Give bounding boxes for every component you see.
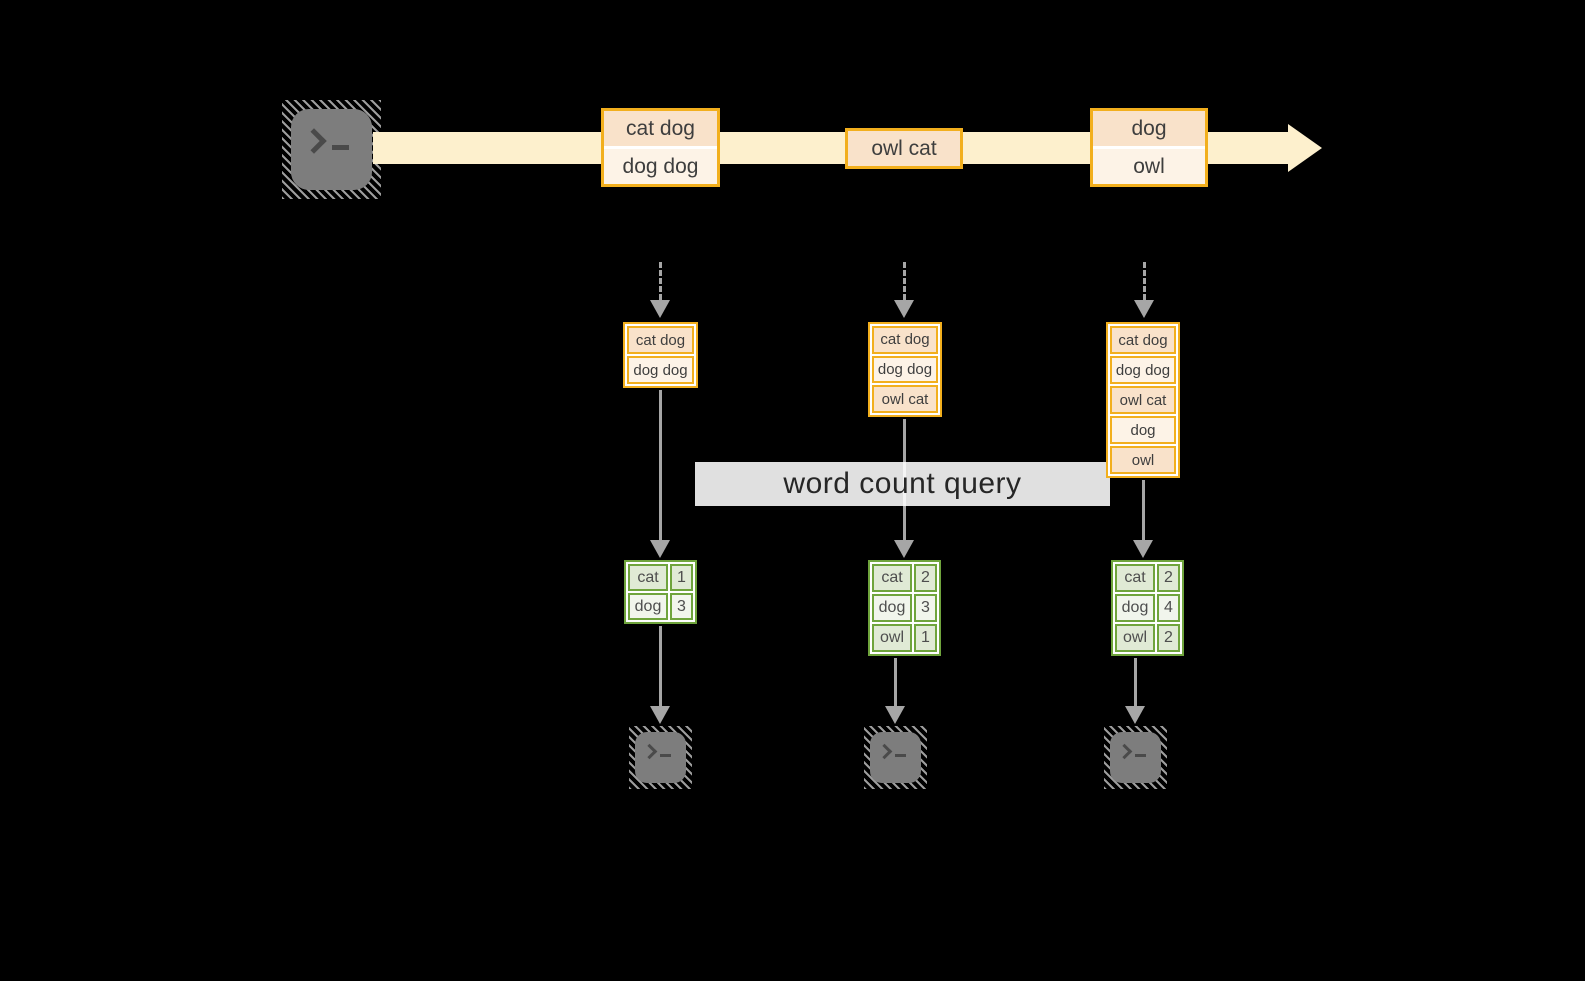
query-band: word count query — [695, 462, 1110, 506]
prompt-chevron-icon — [876, 743, 893, 759]
down-arrowhead-icon — [1125, 706, 1145, 724]
result-table-2: cat 2 dog 3 owl 1 — [868, 560, 941, 656]
result-word: owl — [872, 624, 912, 652]
down-arrowhead-icon — [885, 706, 905, 724]
result-word: owl — [1115, 624, 1155, 652]
terminal-icon — [635, 732, 686, 783]
down-arrowhead-icon — [1133, 540, 1153, 558]
down-arrowhead-icon — [894, 300, 914, 318]
input-row: dog dog — [872, 355, 938, 384]
result-count: 1 — [670, 564, 693, 591]
down-arrowhead-icon — [650, 300, 670, 318]
prompt-chevron-icon — [1116, 743, 1133, 759]
input-row: cat dog — [1110, 326, 1176, 354]
cursor-icon — [660, 754, 671, 757]
query-label: word count query — [783, 467, 1022, 500]
input-row: dog — [1110, 416, 1176, 444]
result-word: cat — [872, 564, 912, 592]
down-arrow-icon — [894, 658, 897, 706]
prompt-chevron-icon — [641, 743, 658, 759]
result-table-3: cat 2 dog 4 owl 2 — [1111, 560, 1184, 656]
batch-line: owl — [1093, 149, 1205, 184]
down-arrow-icon — [1143, 262, 1146, 300]
input-row: owl cat — [872, 385, 938, 414]
batch-line: dog dog — [604, 149, 717, 184]
stream-batch-2: owl cat — [845, 128, 963, 169]
terminal-icon — [1110, 732, 1161, 783]
down-arrow-icon — [659, 390, 662, 540]
input-table-2: cat dog dog dog owl cat — [868, 322, 942, 417]
down-arrowhead-icon — [650, 540, 670, 558]
input-row: owl — [1110, 446, 1176, 474]
down-arrowhead-icon — [894, 540, 914, 558]
result-count: 2 — [1157, 564, 1180, 592]
batch-line: owl cat — [848, 131, 960, 166]
result-word: cat — [628, 564, 668, 591]
input-row: cat dog — [872, 326, 938, 354]
down-arrow-icon — [659, 262, 662, 300]
input-row: dog dog — [627, 356, 694, 384]
right-arrow-icon — [1288, 124, 1322, 172]
result-count: 1 — [914, 624, 937, 652]
result-word: dog — [628, 593, 668, 620]
result-word: dog — [872, 594, 912, 622]
result-word: cat — [1115, 564, 1155, 592]
terminal-icon — [870, 732, 921, 783]
batch-line: cat dog — [604, 111, 717, 146]
input-row: dog dog — [1110, 356, 1176, 384]
input-table-1: cat dog dog dog — [623, 322, 698, 388]
terminal-icon — [291, 109, 372, 190]
prompt-chevron-icon — [301, 127, 327, 154]
down-arrow-icon — [903, 262, 906, 300]
result-count: 4 — [1157, 594, 1180, 622]
down-arrowhead-icon — [1134, 300, 1154, 318]
down-arrow-icon — [659, 626, 662, 706]
cursor-icon — [332, 145, 349, 150]
cursor-icon — [895, 754, 906, 757]
input-table-3: cat dog dog dog owl cat dog owl — [1106, 322, 1180, 478]
down-arrow-icon — [1134, 658, 1137, 706]
down-arrowhead-icon — [650, 706, 670, 724]
stream-batch-1: cat dog dog dog — [601, 108, 720, 187]
cursor-icon — [1135, 754, 1146, 757]
input-row: owl cat — [1110, 386, 1176, 414]
stream-batch-3: dog owl — [1090, 108, 1208, 187]
result-count: 3 — [670, 593, 693, 620]
result-count: 2 — [1157, 624, 1180, 652]
result-count: 2 — [914, 564, 937, 592]
result-count: 3 — [914, 594, 937, 622]
result-word: dog — [1115, 594, 1155, 622]
down-arrow-icon — [1142, 480, 1145, 540]
input-row: cat dog — [627, 326, 694, 354]
result-table-1: cat 1 dog 3 — [624, 560, 697, 624]
batch-line: dog — [1093, 111, 1205, 146]
